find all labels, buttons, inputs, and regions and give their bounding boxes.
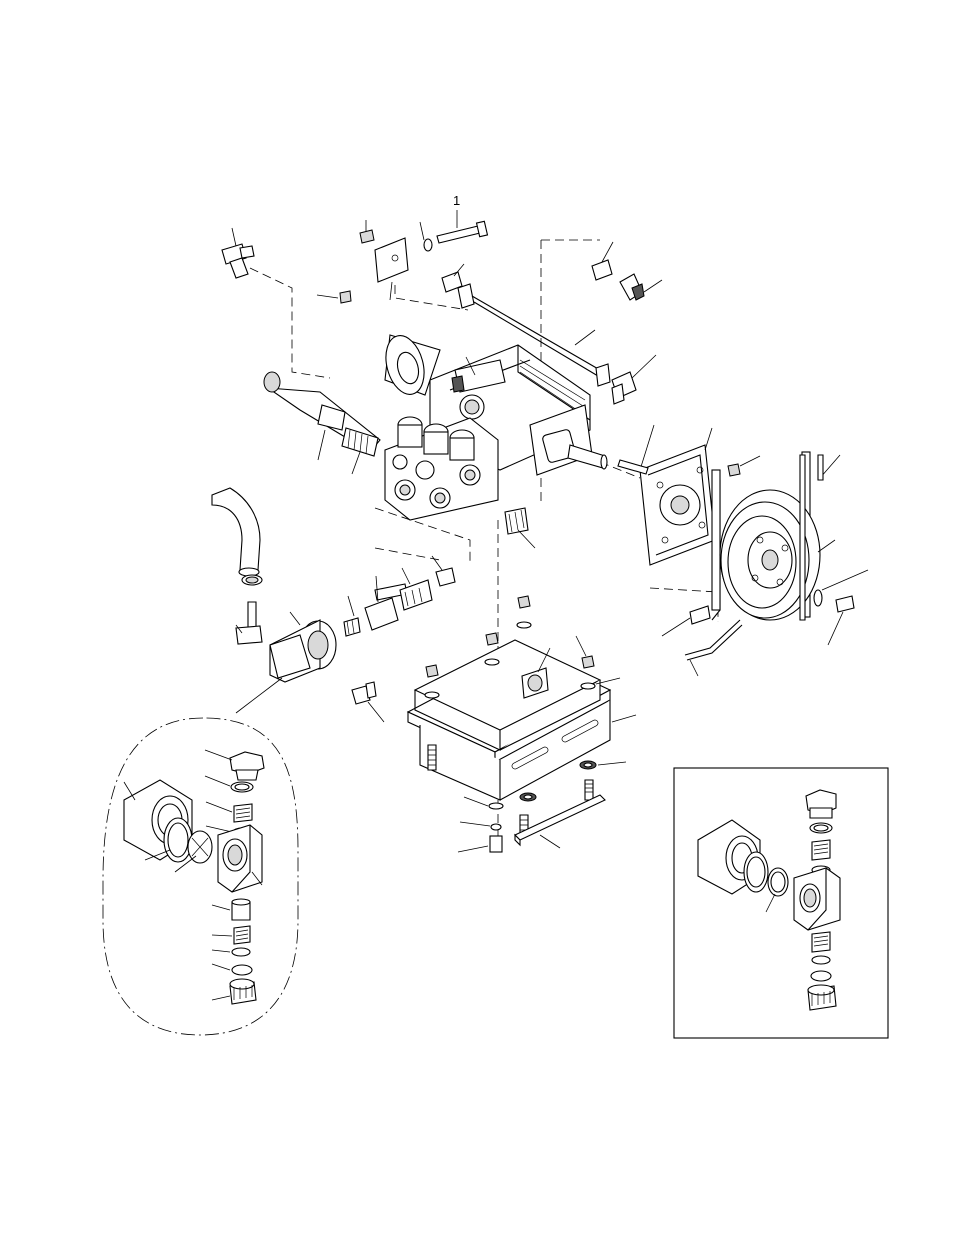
callout-label-1: 1 [453, 193, 460, 208]
inlet-hose [212, 488, 260, 576]
elbow-fitting [612, 355, 656, 404]
base-plate [408, 640, 636, 800]
mounting-flange [640, 425, 715, 565]
ball-valve-assembly [344, 556, 455, 636]
pulley-bolt-washer [814, 570, 868, 645]
hose-barb-elbow [236, 602, 262, 644]
top-right-fittings [592, 242, 662, 300]
tee-fitting-top-left [222, 228, 254, 278]
drain-elbow [352, 682, 384, 722]
hose-clamp [242, 575, 262, 585]
valve-detail-inset-view [674, 768, 888, 1038]
key [618, 460, 648, 474]
set-screw-and-probe [662, 606, 742, 676]
valve-detail-view-oval [103, 718, 298, 1035]
callout-1: 1 [453, 193, 460, 228]
small-nut-right [728, 456, 760, 476]
spring-and-washers [458, 797, 503, 852]
